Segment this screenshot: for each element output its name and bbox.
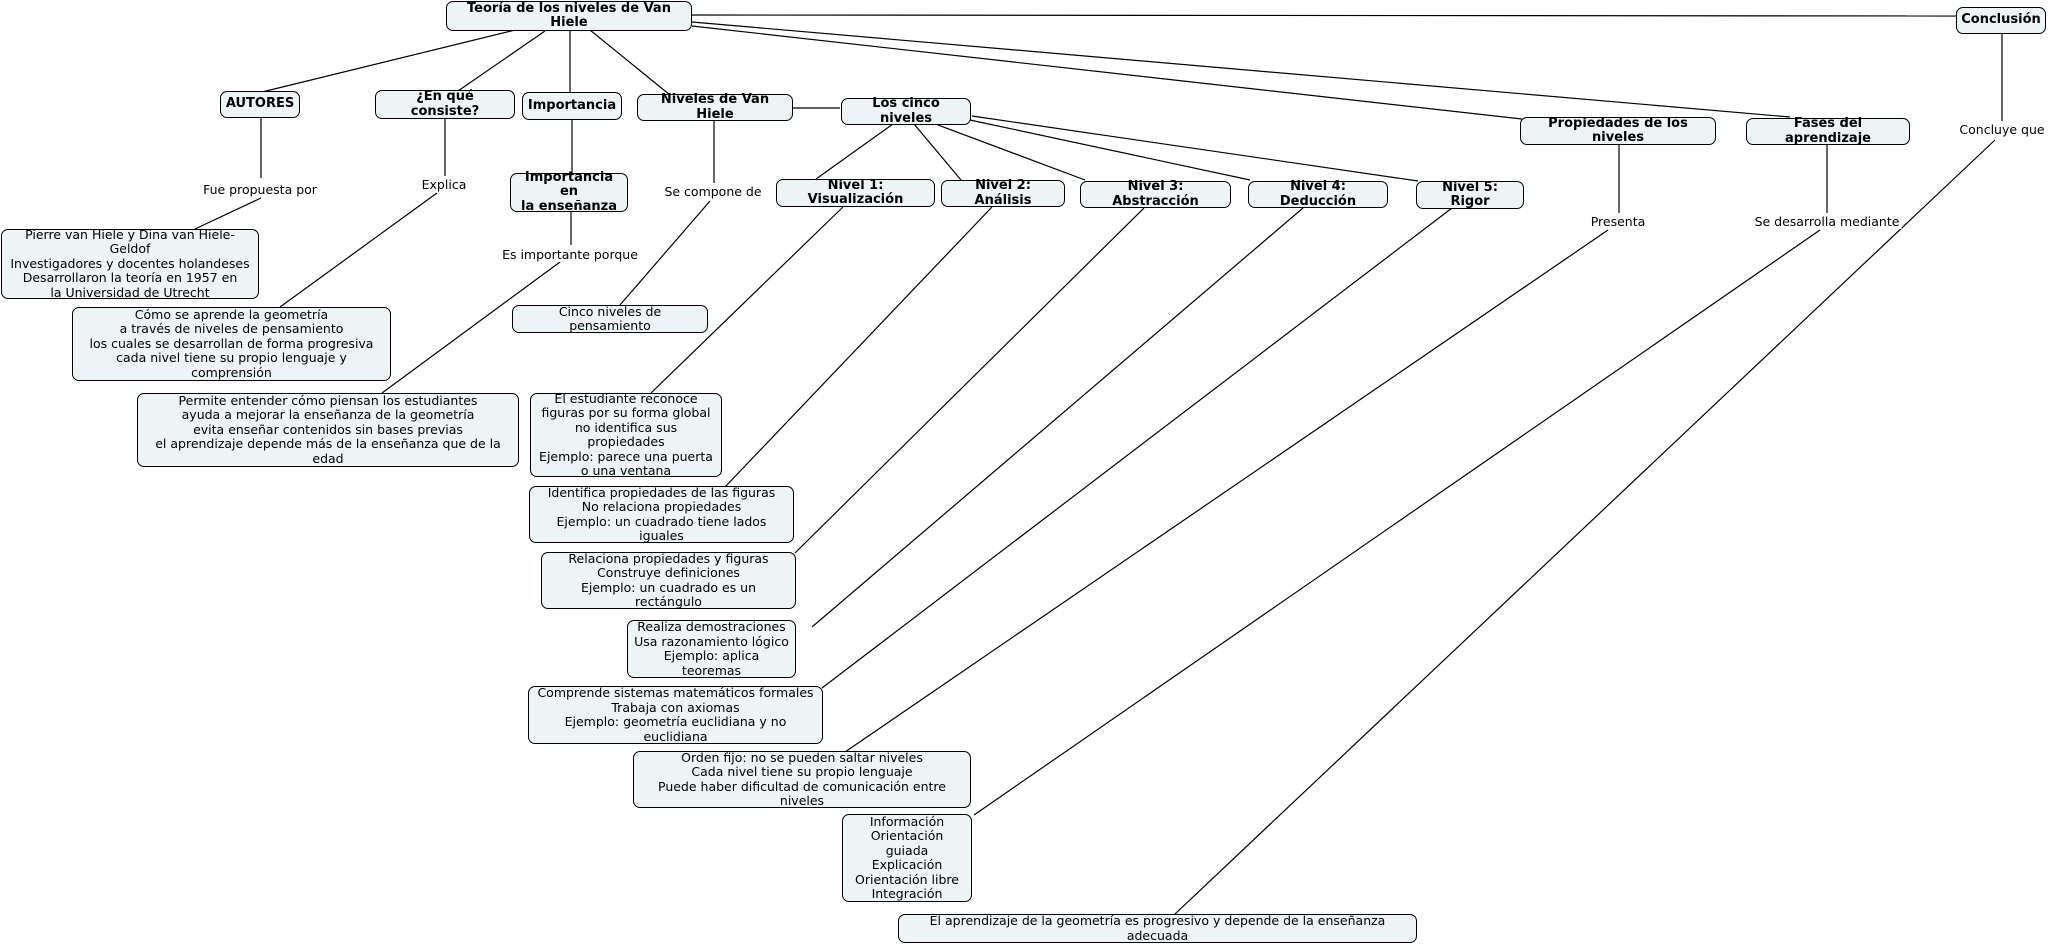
label-explica: Explica [419,177,469,192]
link-root-propiedades [691,25,1523,120]
importancia-ensenanza-node[interactable]: Importancia en la enseñanza [510,170,628,214]
label-es-importante: Es importante porque [500,247,640,262]
nivel-2-node[interactable]: Nivel 2: Análisis [941,178,1065,207]
fases-node[interactable]: Fases del aprendizaje [1746,116,1910,145]
label-concluye: Concluye que [1957,122,2047,137]
nivel-3-detail[interactable]: Relaciona propiedades y figuras Construy… [541,551,796,609]
niveles-van-hiele-node[interactable]: Niveles de Van Hiele [637,92,793,121]
link-root-conclusion [691,14,1957,17]
importancia-detail[interactable]: Permite entender cómo piensan los estudi… [137,393,519,467]
propiedades-detail[interactable]: Orden fijo: no se pueden saltar niveles … [633,750,971,808]
conclusion-node[interactable]: Conclusión [1956,7,2046,34]
consiste-detail[interactable]: Cómo se aprende la geometría a través de… [72,307,391,381]
nivel-4-detail[interactable]: Realiza demostraciones Usa razonamiento … [627,619,796,678]
nivel-3-node[interactable]: Nivel 3: Abstracción [1080,179,1231,208]
nivel-5-detail[interactable]: Comprende sistemas matemáticos formales … [528,685,823,744]
root-node[interactable]: Teoría de los niveles de Van Hiele [446,1,692,31]
fases-detail[interactable]: Información Orientación guiada Explicaci… [842,814,972,902]
cinco-niveles-detail[interactable]: Cinco niveles de pensamiento [512,304,708,333]
en-que-consiste-node[interactable]: ¿En qué consiste? [375,89,515,119]
nivel-2-detail[interactable]: Identifica propiedades de las figuras No… [529,485,794,543]
cinco-niveles-node[interactable]: Los cinco niveles [841,96,971,125]
nivel-1-detail[interactable]: El estudiante reconoce figuras por su fo… [530,391,722,478]
label-se-compone: Se compone de [662,184,764,199]
nivel-1-node[interactable]: Nivel 1: Visualización [776,178,935,207]
link-root-autores [261,29,516,93]
autores-detail[interactable]: Pierre van Hiele y Dina van Hiele-Geldof… [1,227,259,300]
nivel-4-node[interactable]: Nivel 4: Deducción [1248,179,1388,208]
link-root-niveles [589,29,671,96]
conclusion-detail[interactable]: El aprendizaje de la geometría es progre… [898,913,1417,943]
nivel-5-node[interactable]: Nivel 5: Rigor [1416,180,1524,209]
link-root-consiste [457,30,546,92]
label-fue-propuesta: Fue propuesta por [201,182,319,197]
label-se-desarrolla: Se desarrolla mediante [1752,214,1902,229]
link-root-fases [691,21,1791,118]
importancia-node[interactable]: Importancia [522,92,622,120]
propiedades-node[interactable]: Propiedades de los niveles [1520,116,1716,145]
label-presenta: Presenta [1588,214,1648,229]
autores-node[interactable]: AUTORES [220,91,300,118]
